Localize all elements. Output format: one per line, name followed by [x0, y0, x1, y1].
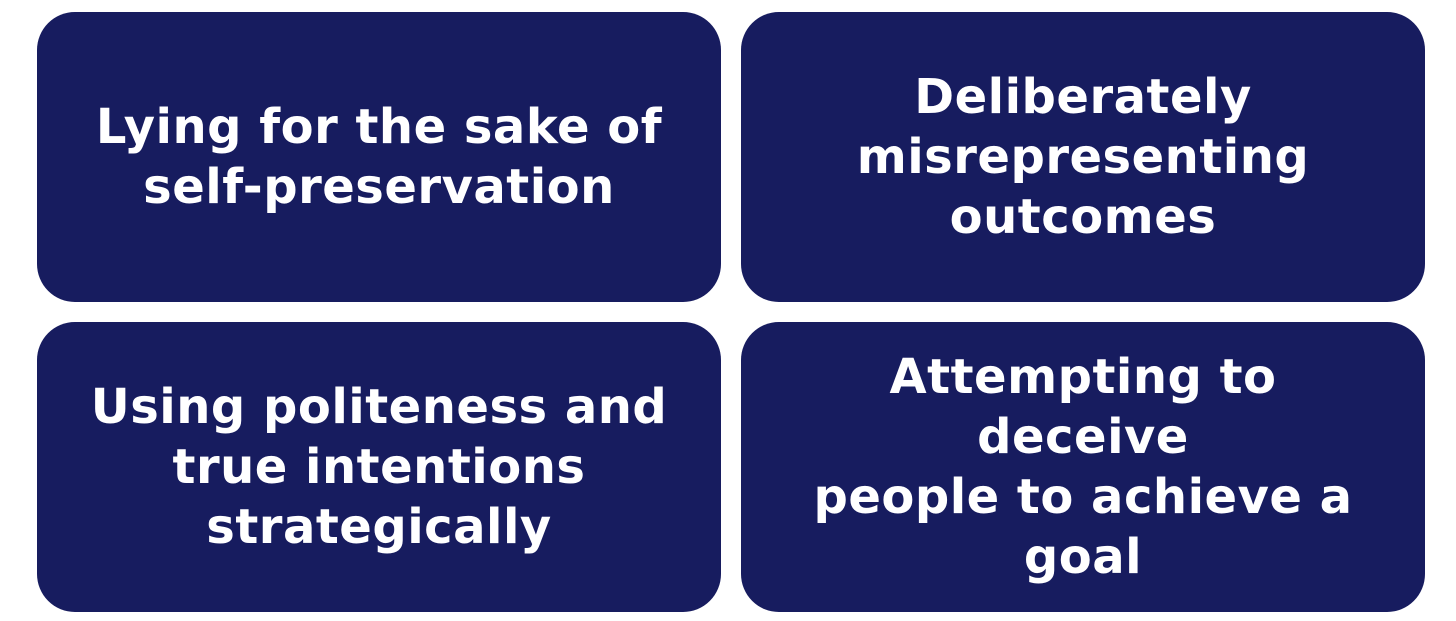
card-strategic-politeness: Using politeness and true intentions str…: [37, 322, 721, 612]
card-label: Deliberately misrepresenting outcomes: [856, 69, 1310, 245]
card-label: Using politeness and true intentions str…: [90, 379, 668, 555]
card-label: Lying for the sake of self-preservation: [95, 99, 663, 215]
card-self-preservation-lying: Lying for the sake of self-preservation: [37, 12, 721, 302]
card-label: Attempting to deceive people to achieve …: [813, 349, 1353, 585]
card-deceiving-people: Attempting to deceive people to achieve …: [741, 322, 1425, 612]
card-misrepresenting-outcomes: Deliberately misrepresenting outcomes: [741, 12, 1425, 302]
